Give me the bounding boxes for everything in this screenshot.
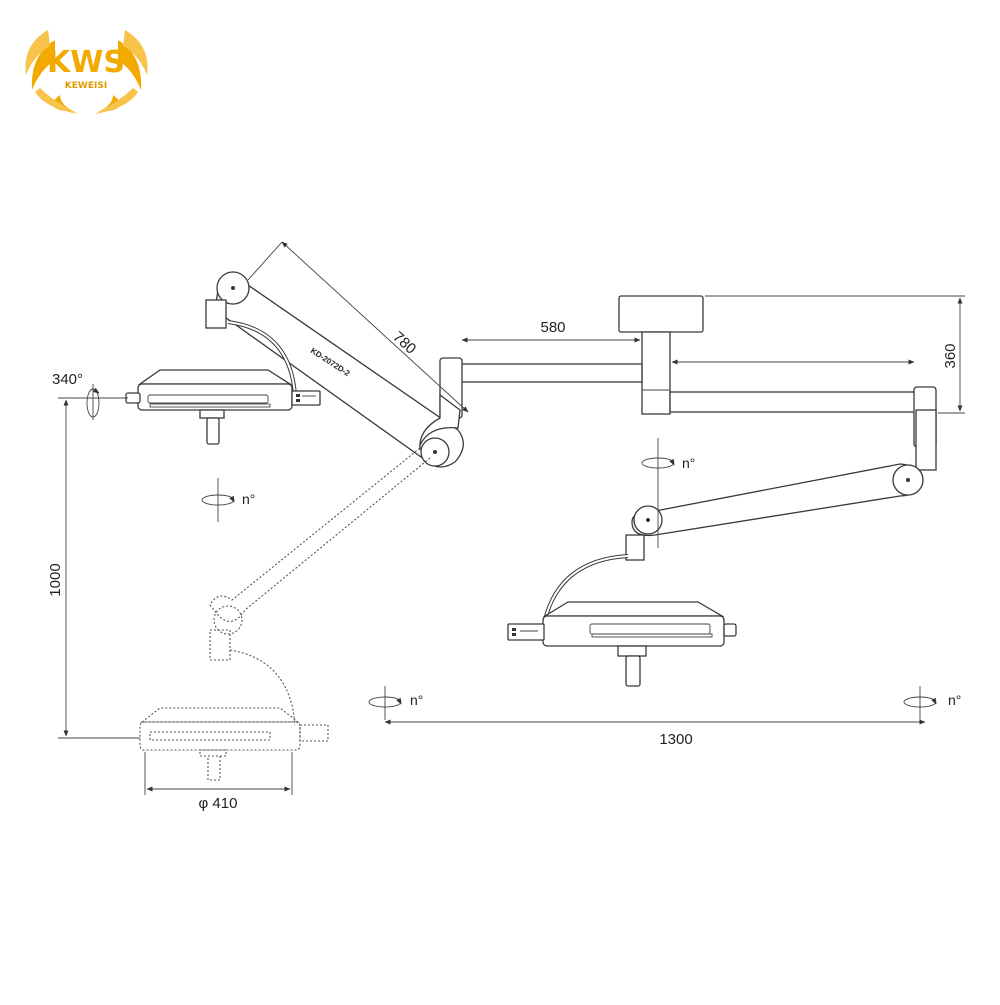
brand-logo: KWS KEWEISI: [25, 30, 148, 114]
extension-arm-right: [669, 386, 937, 448]
label-rot-bottom-right: n°: [948, 692, 961, 708]
extension-arm-left: [439, 357, 643, 419]
rotation-arrow-icon: [368, 696, 402, 708]
dim-arm-length: 780: [389, 328, 419, 357]
lamp-lowered-position: [139, 447, 431, 781]
label-rot-left-arm: n°: [242, 491, 255, 507]
rotation-arrow-icon: [201, 494, 235, 506]
label-rot-right-column: n°: [682, 455, 695, 471]
dim-ceiling-drop: 360: [942, 343, 959, 368]
rotation-arrow-icon: [903, 696, 937, 708]
dimension-arrow-icon: [281, 241, 469, 413]
control-panel-icon: [291, 390, 321, 406]
dimension-360: 360: [705, 295, 965, 414]
rotation-arrow-icon: [641, 457, 675, 469]
logo-subtitle: KEWEISI: [65, 81, 107, 91]
laurel-right-icon: [95, 30, 148, 114]
dim-vertical-travel: 1000: [47, 563, 64, 596]
dimension-410: φ 410: [144, 752, 293, 812]
lamp-head-right: [507, 601, 737, 687]
control-panel-icon: [507, 623, 545, 641]
laurel-left-icon: [25, 30, 78, 114]
rotation-arrow-icon: [86, 387, 100, 418]
lamp-head-upper-left: [125, 369, 321, 445]
dimension-1000: 1000: [47, 397, 140, 739]
dimension-1300: 1300: [384, 719, 926, 748]
label-rot-bottom-left: n°: [410, 692, 423, 708]
dim-horizontal-span: 1300: [659, 731, 692, 748]
label-lamp-tilt: 340°: [52, 371, 83, 388]
spring-arm-right: [543, 409, 937, 621]
dim-extension-arm: 580: [540, 319, 565, 336]
ceiling-mount: [618, 295, 704, 415]
dim-lamp-diameter: φ 410: [199, 795, 238, 812]
dimension-580: 580: [461, 319, 641, 343]
logo-letters: KWS: [47, 45, 125, 80]
